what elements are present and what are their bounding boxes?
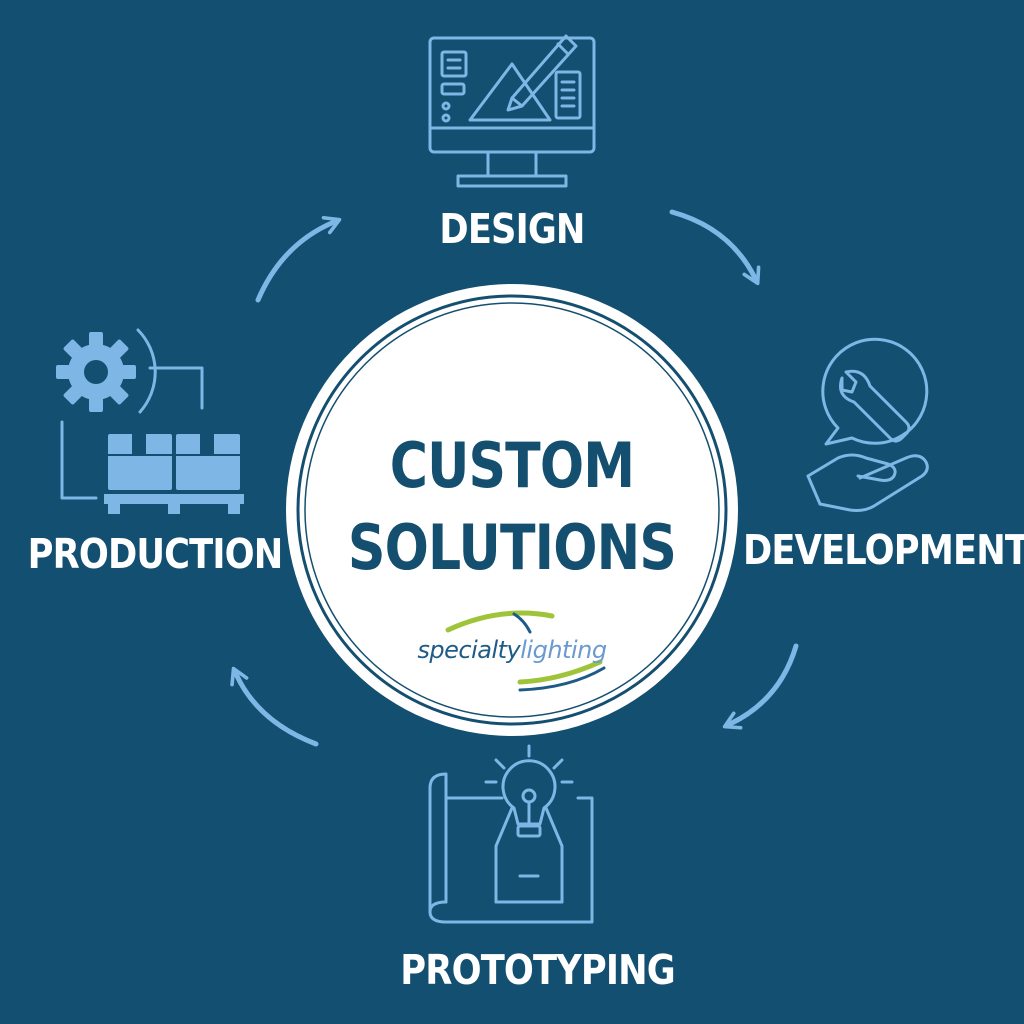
arrow-prototyping-to-production <box>230 666 319 747</box>
center-title-line1: CUSTOM <box>389 429 635 502</box>
center-title-line2: SOLUTIONS <box>347 511 677 584</box>
logo-swoosh <box>445 610 606 692</box>
arrow-design-to-development <box>669 209 761 286</box>
specialty-lighting-logo: specialtylighting <box>400 636 624 664</box>
monitor-with-pen-icon <box>428 34 596 188</box>
logo-text-lighting: lighting <box>520 636 607 664</box>
arrow-development-to-prototyping <box>722 643 799 730</box>
center-circle <box>286 284 738 736</box>
gear-boxes-icon <box>56 328 244 514</box>
step-label-production: PRODUCTION <box>27 530 284 578</box>
wrench-in-hand-icon <box>806 337 929 512</box>
lightbulb-blueprint-icon <box>428 744 594 924</box>
logo-text-specialty: specialty <box>417 636 521 664</box>
step-label-development: DEVELOPMENT <box>743 526 1024 574</box>
arrow-production-to-design <box>255 215 342 303</box>
step-label-design: DESIGN <box>439 205 585 253</box>
step-label-prototyping: PROTOTYPING <box>400 946 675 994</box>
